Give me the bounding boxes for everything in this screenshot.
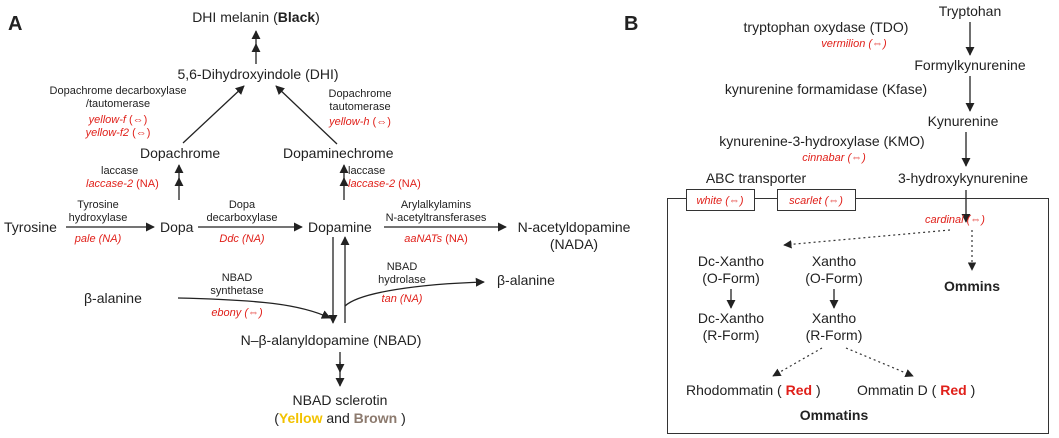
yellow-f-gene: yellow-f (⇔) <box>88 114 148 126</box>
white-transporter-box <box>686 189 755 211</box>
dc-xantho-o-label: Dc-Xantho <box>698 253 764 269</box>
nbad-hydrolase-label-2: hydrolase <box>378 274 426 286</box>
dotted-arrow-to-ommatin-d <box>845 347 914 377</box>
dhi-label: 5,6-Dihydroxyindole (DHI) <box>177 66 338 82</box>
ommatin-d-label: Ommatin D ( Red ) <box>857 382 975 398</box>
beta-alanine-left-label: β-alanine <box>84 290 142 306</box>
cardinal-gene: cardinal (⇔) <box>925 214 985 226</box>
aanats-gene: aaNATs (NA) <box>404 233 468 245</box>
sclerotin-colors: (Yellow and Brown ) <box>274 410 406 426</box>
ebony-gene: ebony (⇔) <box>211 307 263 319</box>
tyrosine-hydroxylase-label: Tyrosine <box>77 199 119 211</box>
kmo-label: kynurenine-3-hydroxylase (KMO) <box>719 133 924 149</box>
dc-xantho-r-label-2: (R-Form) <box>703 327 760 343</box>
rhodommatin-label: Rhodommatin ( Red ) <box>686 382 821 398</box>
formylkynurenine-label: Formylkynurenine <box>914 57 1025 73</box>
dopachrome-decarboxylase-label: Dopachrome decarboxylase <box>50 85 187 97</box>
laccase-label-right: laccase <box>348 165 385 177</box>
scarlet-transporter-box <box>777 189 856 211</box>
dopachrome-tautomerase-label-2: tautomerase <box>329 101 390 113</box>
kfase-label: kynurenine formamidase (Kfase) <box>725 81 927 97</box>
dopaminechrome-label: Dopaminechrome <box>283 145 394 161</box>
dopa-decarboxylase-label: Dopa <box>229 199 256 211</box>
cell-compartment-box <box>667 198 1049 434</box>
dopachrome-tautomerase-label: Dopachrome <box>329 88 392 100</box>
beta-alanine-right-label: β-alanine <box>497 272 555 288</box>
ddc-gene: Ddc (NA) <box>219 233 265 245</box>
panel-b-label: B <box>624 13 638 35</box>
dopachrome-label: Dopachrome <box>140 145 220 161</box>
dc-xantho-o-label-2: (O-Form) <box>702 270 760 286</box>
ommins-label: Ommins <box>944 278 1000 294</box>
abc-transporter-label: ABC transporter <box>706 170 807 186</box>
white-gene: white (⇔) <box>696 195 743 207</box>
dc-xantho-r-label: Dc-Xantho <box>698 310 764 326</box>
dotted-arrow-to-xantho <box>783 229 951 249</box>
laccase2-gene-right: laccase-2 (NA) <box>348 178 421 190</box>
dhi-melanin-label: DHI melanin (Black) <box>192 9 320 25</box>
sclerotin-label: NBAD sclerotin <box>293 392 388 408</box>
laccase-label-left: laccase <box>101 165 138 177</box>
ommatins-label: Ommatins <box>800 407 869 423</box>
scarlet-gene: scarlet (⇔) <box>789 195 843 207</box>
nbad-synthetase-label: NBAD <box>222 272 253 284</box>
cinnabar-gene: cinnabar (⇔) <box>802 152 866 164</box>
yellow-h-gene: yellow-h (⇔) <box>328 116 391 128</box>
nbad-hydrolase-label: NBAD <box>387 261 418 273</box>
xantho-r-label: Xantho <box>812 310 857 326</box>
tdo-label: tryptophan oxydase (TDO) <box>744 19 909 35</box>
laccase2-gene-left: laccase-2 (NA) <box>86 178 159 190</box>
yellow-f2-gene: yellow-f2 (⇔) <box>85 127 151 139</box>
vermilion-gene: vermilion (⇔) <box>821 38 887 50</box>
tan-gene: tan (NA) <box>382 293 423 305</box>
nada-label-2: (NADA) <box>550 236 598 252</box>
3-hydroxykynurenine-label: 3-hydroxykynurenine <box>898 170 1028 186</box>
nada-label: N-acetyldopamine <box>518 219 631 235</box>
nbad-label: N–β-alanyldopamine (NBAD) <box>241 332 422 348</box>
nbad-synthetase-label-2: synthetase <box>210 285 263 297</box>
arrow-dopaminechrome-to-dhi <box>275 85 338 145</box>
dotted-arrow-to-rhodommatin <box>772 347 823 377</box>
xantho-o-label: Xantho <box>812 253 857 269</box>
arrow-beta-alanine-to-nbad <box>177 297 331 319</box>
dopa-label: Dopa <box>160 219 194 235</box>
dopachrome-decarboxylase-label-2: /tautomerase <box>86 98 150 110</box>
arrow-nbad-to-beta-alanine <box>344 277 485 307</box>
tyrosine-label: Tyrosine <box>4 219 57 235</box>
tryptophan-label: Tryptohan <box>939 3 1002 19</box>
xantho-o-label-2: (O-Form) <box>805 270 863 286</box>
tyrosine-hydroxylase-label-2: hydroxylase <box>69 212 128 224</box>
arrow-dopachrome-to-dhi <box>182 85 245 144</box>
dopamine-label: Dopamine <box>308 219 372 235</box>
arylalkylamine-label: Arylalkylamins <box>401 199 472 211</box>
pale-gene: pale (NA) <box>74 233 122 245</box>
xantho-r-label-2: (R-Form) <box>806 327 863 343</box>
kynurenine-label: Kynurenine <box>928 113 999 129</box>
arylalkylamine-label-2: N-acetyltransferases <box>386 212 487 224</box>
panel-a-label: A <box>8 13 22 35</box>
dopa-decarboxylase-label-2: decarboxylase <box>207 212 278 224</box>
